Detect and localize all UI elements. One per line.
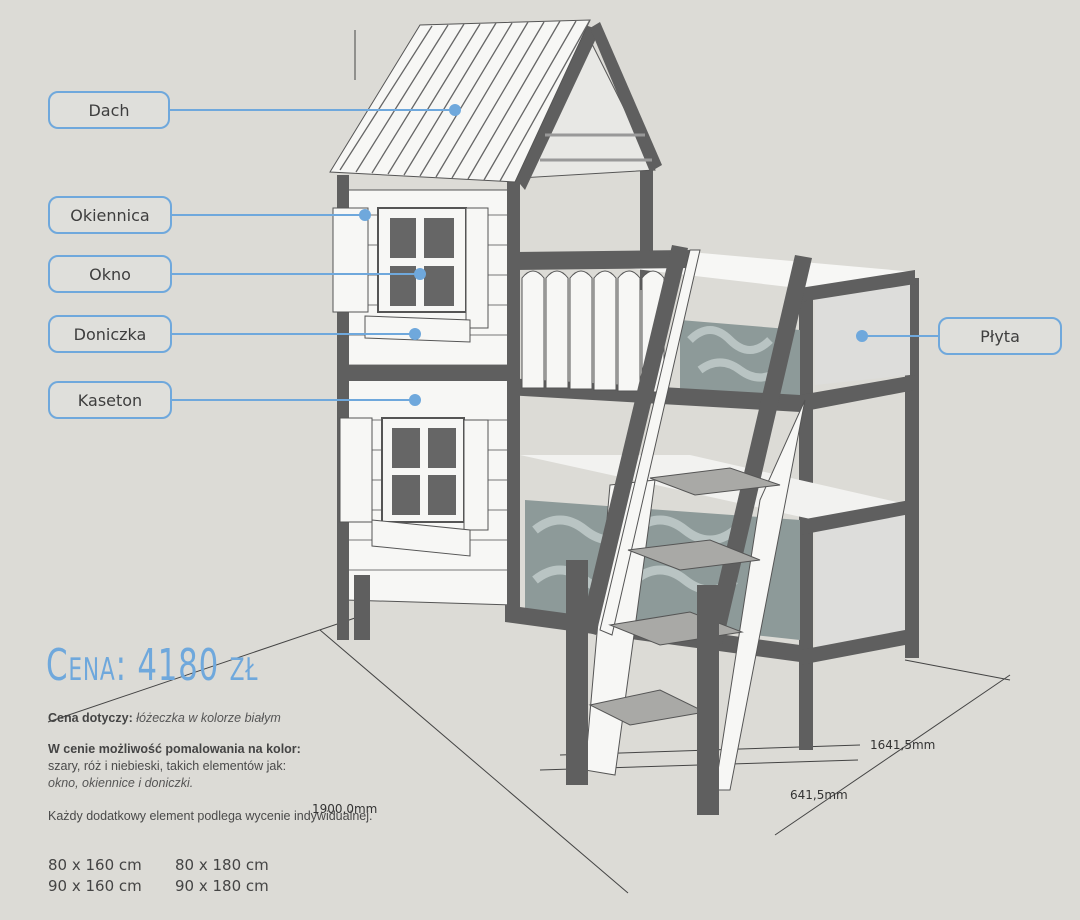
info-label-applies: Cena dotyczy: [48,711,133,725]
callout-plyta: Płyta [938,317,1062,355]
size-option: 80 x 180 cm [175,856,269,874]
price-heading: Cena: 4180 zł [46,640,259,691]
callout-kaseton: Kaseton [48,381,172,419]
callout-okiennica: Okiennica [48,196,172,234]
callout-okno: Okno [48,255,172,293]
roof [329,19,662,190]
callout-leaders [170,104,938,406]
info-line-colors-title: W cenie możliwość pomalowania na kolor: [48,741,301,758]
upper-bed [505,250,915,412]
info-line-colors: szary, róż i niebieski, takich elementów… [48,759,287,773]
callout-dach: Dach [48,91,170,129]
info-line-elements: okno, okiennice i doniczki. [48,775,193,792]
dimension-width-inner: 641,5mm [790,788,848,802]
size-option: 90 x 180 cm [175,877,269,895]
size-option: 90 x 160 cm [48,877,142,895]
ladder [566,245,812,815]
dimension-length: 1900,0mm [312,802,378,816]
info-value-applies: łóżeczka w kolorze białym [136,711,281,725]
house-front [332,175,520,640]
info-line-price-applies: Cena dotyczy: łóżeczka w kolorze białym [48,710,281,727]
info-label-colors: W cenie możliwość pomalowania na kolor: [48,742,301,756]
dimension-width-outer: 1641,5mm [870,738,936,752]
size-option: 80 x 160 cm [48,856,142,874]
callout-doniczka: Doniczka [48,315,172,353]
info-line-extra: Każdy dodatkowy element podlega wycenie … [48,809,373,823]
info-elements-list: okno, okiennice i doniczki. [48,776,194,790]
